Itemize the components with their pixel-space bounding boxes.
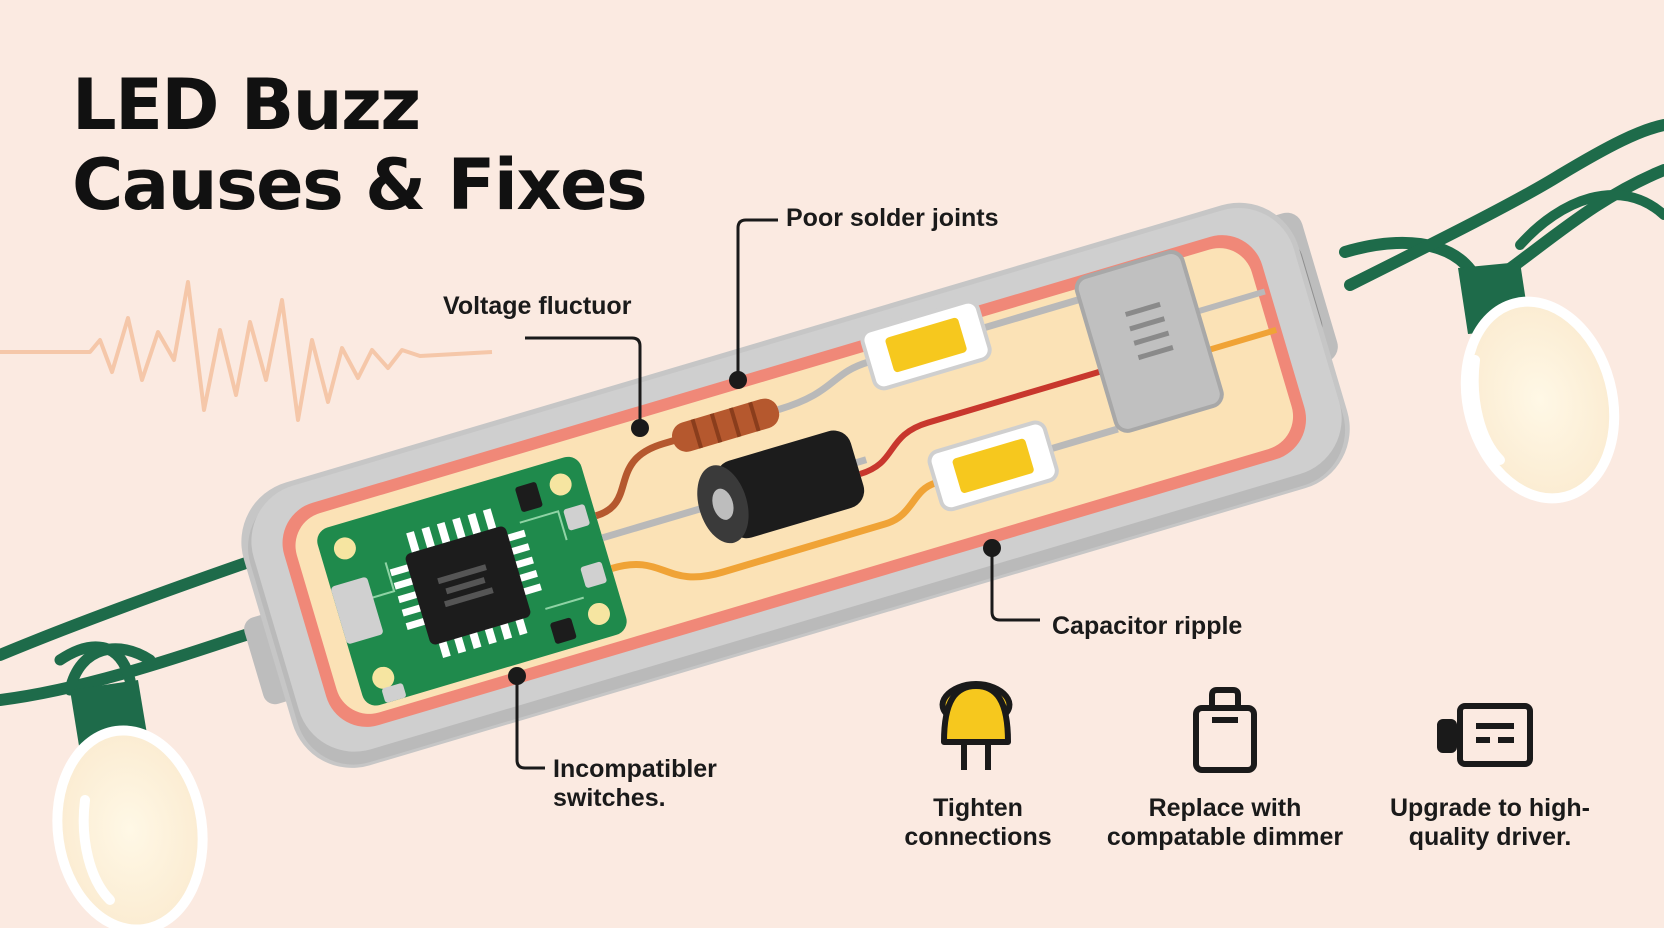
driver-housing — [241, 202, 1350, 768]
dimmer-icon — [1193, 687, 1257, 773]
led-chip-bottom — [927, 420, 1059, 512]
leader-lines — [515, 218, 1040, 770]
left-bulb — [52, 725, 208, 928]
buzz-waveform — [0, 280, 493, 422]
callout-voltage-fluctuation: Voltage fluctuor — [443, 292, 632, 320]
wire-red — [859, 354, 1150, 477]
resistor — [672, 398, 780, 452]
right-light-string — [1339, 119, 1664, 504]
wire-orange — [610, 479, 937, 581]
fix-label-line-2: quality driver. — [1408, 822, 1572, 851]
fix-label-line-2: compatable dimmer — [1106, 822, 1344, 851]
page-title-line-1: LED Buzz — [72, 64, 421, 146]
led-chip-top — [860, 299, 992, 391]
callout-incompatible-switches: Incompatibler switches. — [553, 755, 717, 813]
fix-upgrade-driver: Upgrade to high- quality driver. — [1350, 794, 1630, 852]
voltage-regulator — [1074, 250, 1224, 433]
callout-poor-solder-joints: Poor solder joints — [786, 204, 999, 232]
pcb-board — [317, 456, 627, 706]
wire-brown — [594, 434, 684, 520]
left-light-string — [0, 542, 301, 928]
fix-label-line-2: connections — [904, 822, 1052, 851]
fix-tighten-connections: Tighten connections — [838, 794, 1118, 852]
fix-label-line-1: Upgrade to high- — [1390, 794, 1590, 822]
callout-capacitor-ripple: Capacitor ripple — [1052, 612, 1243, 640]
driver-icon — [1437, 703, 1533, 767]
callout-switch-line-1: Incompatibler — [553, 755, 717, 783]
callout-switch-line-2: switches. — [553, 783, 666, 812]
led-bulb-icon — [939, 681, 1013, 770]
leader-dots — [508, 371, 1001, 685]
fix-label-line-1: Replace with — [1148, 794, 1302, 822]
fix-replace-dimmer: Replace with compatable dimmer — [1085, 794, 1365, 852]
page-title-line-2: Causes & Fixes — [72, 144, 648, 226]
right-bulb — [1460, 296, 1620, 504]
capacitor — [697, 430, 865, 544]
fix-label-line-1: Tighten — [933, 794, 1023, 822]
